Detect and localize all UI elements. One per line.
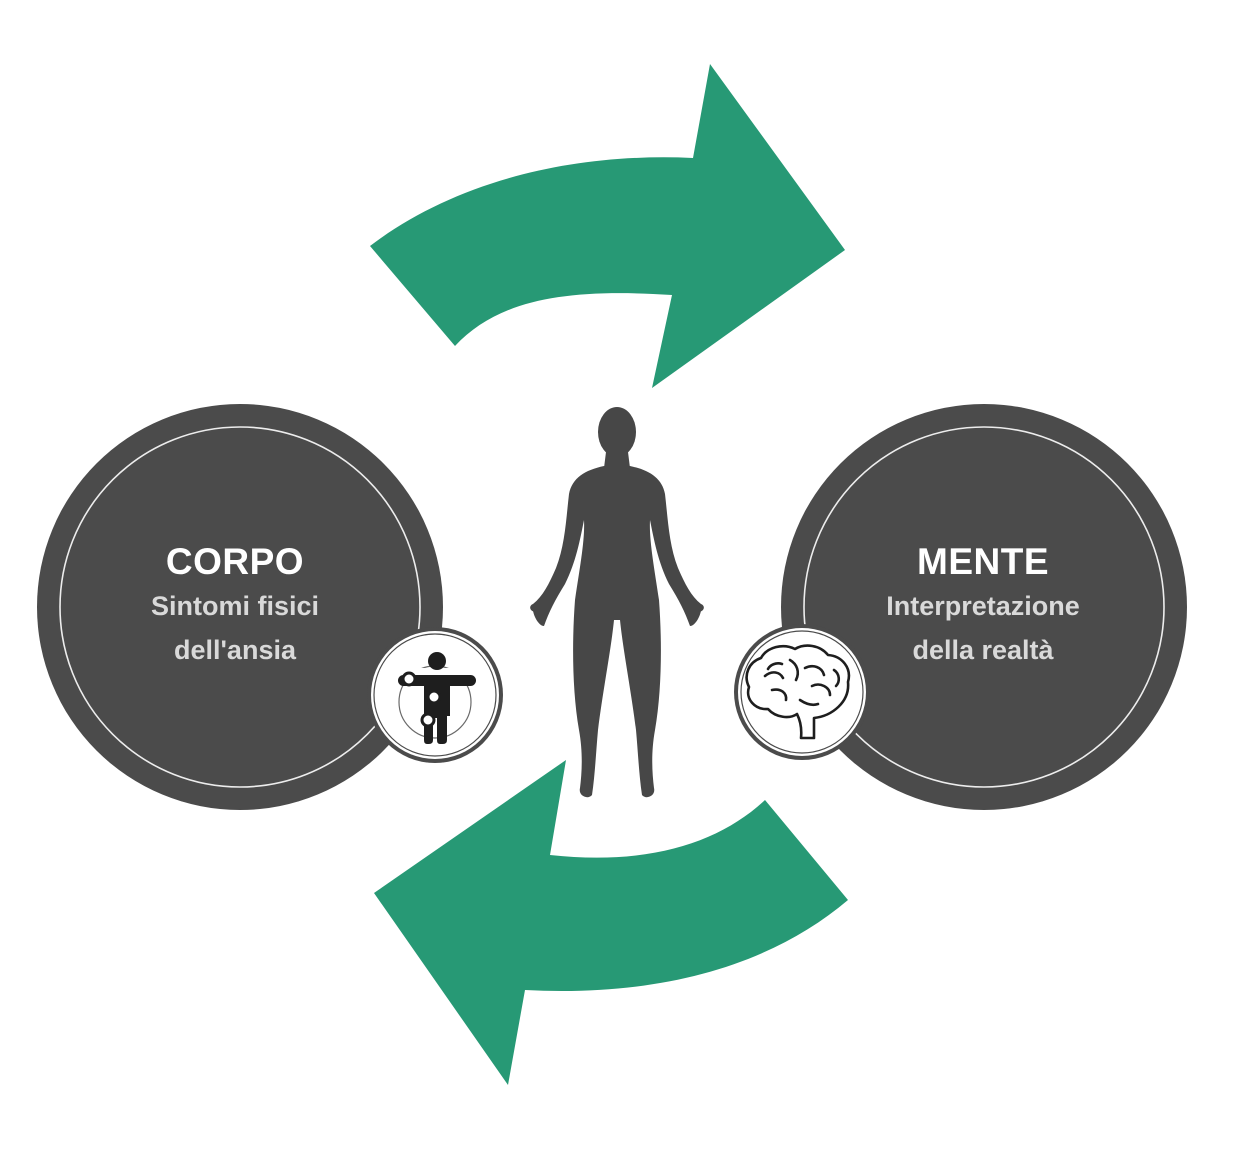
mente-label-group: MENTE Interpretazione della realtà [833, 540, 1133, 672]
mente-circle [781, 404, 1187, 810]
body-joints-icon [395, 652, 476, 744]
corpo-label-group: CORPO Sintomi fisici dell'ansia [85, 540, 385, 672]
mente-subtitle-line2: della realtà [912, 635, 1054, 665]
top-cycle-arrow [370, 64, 845, 388]
mente-title: MENTE [917, 541, 1049, 582]
mente-subtitle-line1: Interpretazione [886, 591, 1080, 621]
brain-icon [745, 644, 851, 740]
corpo-subtitle-line2: dell'ansia [174, 635, 296, 665]
corpo-title: CORPO [165, 541, 305, 582]
bottom-cycle-arrow [374, 760, 848, 1085]
corpo-circle [37, 404, 443, 810]
corpo-subtitle-line1: Sintomi fisici [150, 591, 320, 621]
human-silhouette-icon [530, 407, 704, 798]
